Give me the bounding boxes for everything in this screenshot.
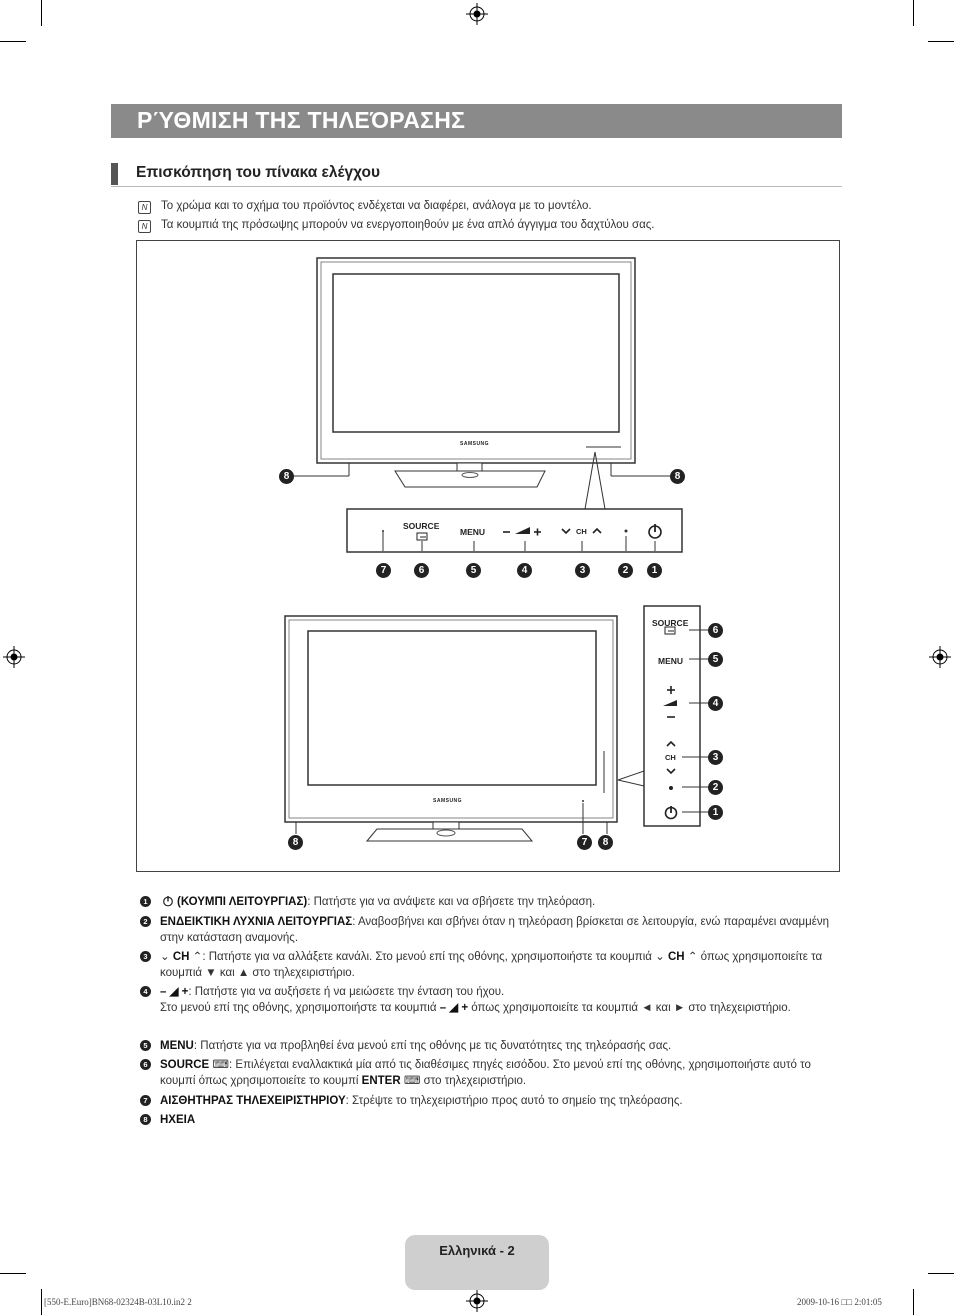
desc-number: 8 [140, 1114, 151, 1125]
callout-1: 1 [708, 805, 723, 820]
crop-mark [913, 0, 914, 26]
note-text: Το χρώμα και το σχήμα του προϊόντος ενδέ… [161, 200, 592, 212]
note-icon: N [138, 220, 151, 233]
registration-mark-icon [466, 1290, 488, 1312]
desc-number: 7 [140, 1095, 151, 1106]
callout-8: 8 [598, 835, 613, 850]
desc-power-indicator: ΕΝΔΕΙΚΤΙΚΗ ΛΥΧΝΙΑ ΛΕΙΤΟΥΡΓΙΑΣ: Αναβοσβήν… [160, 916, 830, 944]
callout-3: 3 [575, 563, 590, 578]
desc-number: 5 [140, 1040, 151, 1051]
side-menu-label: MENU [658, 656, 684, 666]
desc-number: 3 [140, 951, 151, 962]
callout-3: 3 [708, 750, 723, 765]
desc-remote-sensor: ΑΙΣΘΗΤΗΡΑΣ ΤΗΛΕΧΕΙΡΙΣΤΗΡΙΟΥ: Στρέψτε το … [160, 1095, 683, 1107]
desc-power: (ΚΟΥΜΠΙ ΛΕΙΤΟΥΡΓΙΑΣ): Πατήστε για να ανά… [160, 894, 840, 910]
page-title-bar: ΡΎΘΜΙΣΗ ΤΗΣ ΤΗΛΕΌΡΑΣΗΣ [111, 104, 842, 138]
callout-8: 8 [279, 469, 294, 484]
chevron-up-icon: ⌃ [192, 951, 203, 963]
diagram-frame [136, 240, 840, 872]
registration-mark-icon [3, 646, 25, 668]
crop-mark [41, 0, 42, 26]
registration-mark-icon [929, 646, 951, 668]
callout-6: 6 [414, 563, 429, 578]
callout-8: 8 [670, 469, 685, 484]
page-number: Ελληνικά - 2 [439, 1243, 515, 1258]
crop-mark [41, 1289, 42, 1315]
page-number-tab: Ελληνικά - 2 [405, 1235, 549, 1290]
volume-icon: – ◢ + [439, 1002, 469, 1014]
callout-2: 2 [708, 780, 723, 795]
panel-ch-label: CH [576, 527, 587, 536]
callout-2: 2 [618, 563, 633, 578]
volume-icon: – ◢ + [160, 986, 189, 998]
desc-channel: ⌄ CH ⌃: Πατήστε για να αλλάξετε κανάλι. … [160, 951, 823, 979]
desc-volume: – ◢ +: Πατήστε για να αυξήσετε ή να μειώ… [160, 986, 791, 1014]
chevron-up-icon: ⌃ [687, 951, 698, 963]
section-title: Επισκόπηση του πίνακα ελέγχου [136, 164, 381, 181]
note-icon: N [138, 201, 151, 214]
desc-speakers: ΗΧΕΙΑ [160, 1114, 196, 1126]
callout-5: 5 [466, 563, 481, 578]
print-slug-right: 2009-10-16 □□ 2:01:05 [797, 1297, 882, 1307]
section-rule [111, 186, 842, 187]
desc-source: SOURCE ⌨: Επιλέγεται εναλλακτικά μία από… [160, 1059, 811, 1087]
note-item: N Το χρώμα και το σχήμα του προϊόντος ενδ… [138, 200, 592, 214]
page-title: ΡΎΘΜΙΣΗ ΤΗΣ ΤΗΛΕΌΡΑΣΗΣ [137, 107, 466, 133]
chevron-down-icon: ⌄ [655, 951, 665, 963]
section-marker [111, 163, 118, 185]
source-icon: ⌨ [212, 1059, 230, 1071]
side-ch-label: CH [665, 753, 676, 762]
tv-front-bottom [284, 605, 709, 842]
print-slug-left: [550-E.Euro]BN68-02324B-03L10.in2 2 [44, 1297, 192, 1307]
crop-mark [0, 41, 26, 42]
crop-mark [913, 1289, 914, 1315]
side-source-label: SOURCE [652, 618, 689, 628]
tv-brand-logo: SAMSUNG [433, 798, 463, 804]
desc-number: 6 [140, 1059, 151, 1070]
panel-source-label: SOURCE [403, 521, 440, 531]
desc-number: 1 [140, 896, 151, 907]
callout-7: 7 [577, 835, 592, 850]
callout-7: 7 [376, 563, 391, 578]
tv-diagram [284, 257, 709, 842]
desc-menu: MENU: Πατήστε για να προβληθεί ένα μενού… [160, 1040, 672, 1052]
note-text: Τα κουμπιά της πρόσωψης μπορούν να ενεργ… [161, 219, 655, 231]
crop-mark [928, 1273, 954, 1274]
callout-6: 6 [708, 623, 723, 638]
tv-brand-logo: SAMSUNG [460, 441, 490, 447]
callout-1: 1 [647, 563, 662, 578]
crop-mark [0, 1273, 26, 1274]
callout-4: 4 [708, 696, 723, 711]
power-icon [163, 896, 173, 907]
crop-mark [928, 41, 954, 42]
panel-menu-label: MENU [460, 527, 486, 537]
note-item: N Τα κουμπιά της πρόσωψης μπορούν να ενερ… [138, 219, 655, 233]
desc-number: 2 [140, 916, 151, 927]
chevron-down-icon: ⌄ [160, 951, 170, 963]
desc-number: 4 [140, 986, 151, 997]
callout-5: 5 [708, 652, 723, 667]
callout-4: 4 [517, 563, 532, 578]
callout-8: 8 [288, 835, 303, 850]
tv-front-top [287, 257, 683, 553]
enter-icon: ⌨ [403, 1075, 421, 1087]
registration-mark-icon [466, 3, 488, 25]
